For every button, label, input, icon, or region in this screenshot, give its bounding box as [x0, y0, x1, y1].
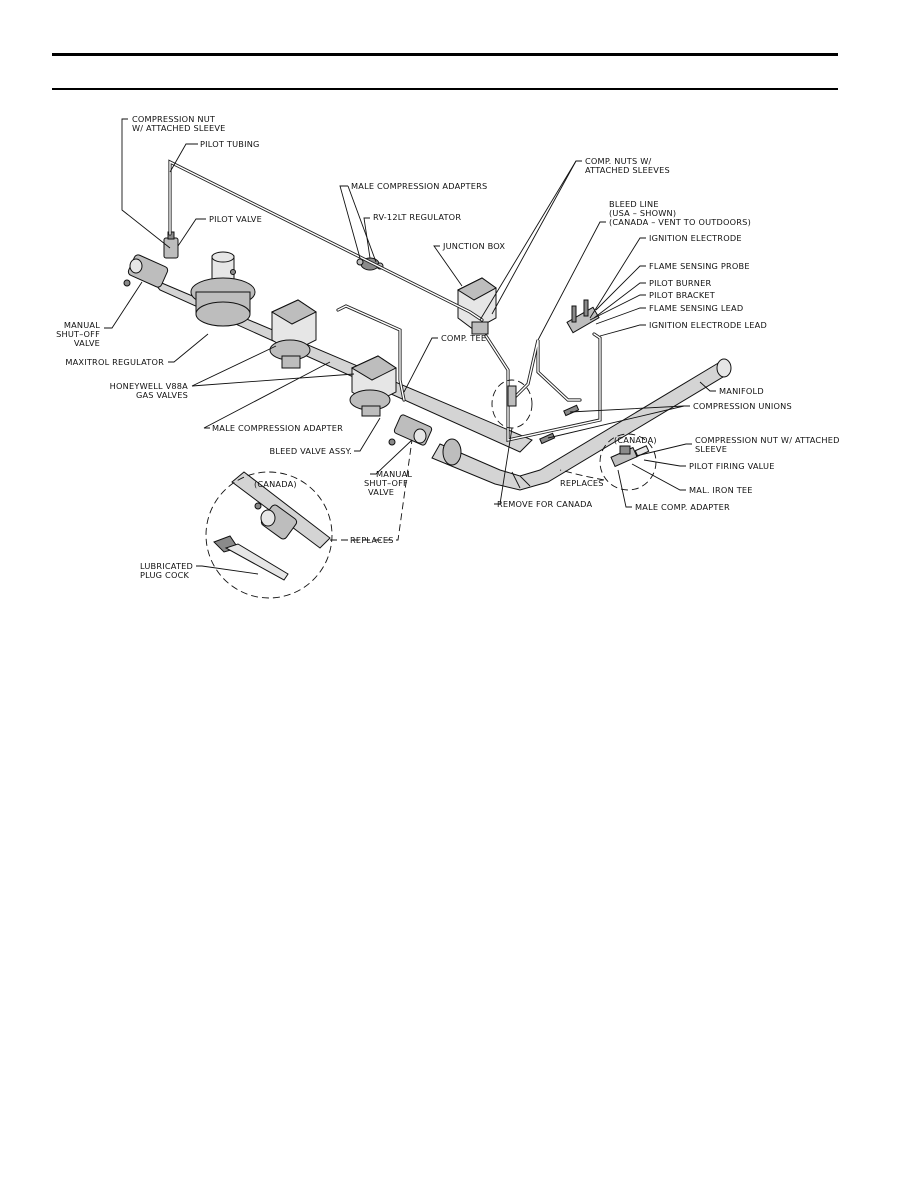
label-remove-for-canada: REMOVE FOR CANADA: [497, 499, 592, 509]
label-ignition-electrode: IGNITION ELECTRODE: [649, 233, 742, 243]
label-manual-shutoff-3: VALVE: [74, 338, 100, 348]
label-manual-shutoff-b1: MANUAL: [376, 469, 412, 479]
label-replaces-right: REPLACES: [560, 478, 604, 488]
label-canada-right: (CANADA): [614, 435, 657, 445]
label-compression-nut-sleeve-2: SLEEVE: [695, 444, 727, 454]
detail-circle-left: [205, 471, 333, 599]
label-male-comp-adapter: MALE COMP. ADAPTER: [635, 502, 730, 512]
label-bleed-line-3: (CANADA – VENT TO OUTDOORS): [609, 217, 751, 227]
manual-shutoff-valve-right: [388, 414, 433, 446]
replaces-leader-left: [330, 439, 413, 541]
label-junction-box: JUNCTION BOX: [442, 241, 505, 251]
label-manual-shutoff-b3: VALVE: [368, 487, 394, 497]
honeywell-valve-2: [349, 355, 397, 417]
label-flame-sensing-lead: FLAME SENSING LEAD: [649, 303, 743, 313]
bleed-line: [507, 339, 582, 445]
header-rule-top: [52, 53, 838, 56]
label-compression-unions: COMPRESSION UNIONS: [693, 401, 792, 411]
label-maxitrol-regulator: MAXITROL REGULATOR: [65, 357, 164, 367]
label-replaces-left: REPLACES: [350, 535, 394, 545]
label-pilot-firing-value: PILOT FIRING VALUE: [689, 461, 775, 471]
label-bleed-line-2: (USA – SHOWN): [609, 208, 676, 218]
maxitrol-regulator: [190, 251, 256, 327]
header-rule-bottom: [52, 88, 838, 90]
replaces-leader-right: [559, 469, 605, 481]
pilot-tubing: [168, 159, 602, 442]
label-ignition-electrode-lead: IGNITION ELECTRODE LEAD: [649, 320, 767, 330]
label-compression-nut-2: W/ ATTACHED SLEEVE: [132, 123, 226, 133]
callout-labels: COMPRESSION NUT W/ ATTACHED SLEEVE PILOT…: [56, 114, 839, 580]
label-comp-tee: COMP. TEE: [441, 333, 486, 343]
label-lubricated-2: PLUG COCK: [140, 570, 190, 580]
label-manual-shutoff-2: SHUT–OFF: [56, 329, 100, 339]
label-manifold: MANIFOLD: [719, 386, 764, 396]
label-pilot-burner: PILOT BURNER: [649, 278, 711, 288]
label-honeywell-1: HONEYWELL V88A: [110, 381, 189, 391]
junction-box: [456, 277, 497, 335]
label-compression-nut: COMPRESSION NUT: [132, 114, 216, 124]
label-compression-nut-sleeve-1: COMPRESSION NUT W/ ATTACHED: [695, 435, 840, 445]
lubricated-plug-cock-detail: [213, 471, 331, 581]
label-pilot-valve: PILOT VALVE: [209, 214, 262, 224]
label-comp-nuts-1: COMP. NUTS W/: [585, 156, 652, 166]
label-flame-sensing-probe: FLAME SENSING PROBE: [649, 261, 750, 271]
label-bleed-valve-assy: BLEED VALVE ASSY.: [270, 446, 352, 456]
label-comp-nuts-2: ATTACHED SLEEVES: [585, 165, 670, 175]
label-honeywell-2: GAS VALVES: [136, 390, 188, 400]
label-male-compression-adapter: MALE COMPRESSION ADAPTER: [212, 423, 343, 433]
label-rv-regulator: RV-12LT REGULATOR: [373, 212, 461, 222]
label-male-compression-adapters: MALE COMPRESSION ADAPTERS: [351, 181, 487, 191]
label-pilot-bracket: PILOT BRACKET: [649, 290, 716, 300]
label-manual-shutoff-b2: SHUT–OFF: [364, 478, 408, 488]
canada-pilot-firing-valve: [610, 445, 650, 468]
manual-shutoff-valve-left: [123, 254, 169, 288]
label-canada-left: (CANADA): [254, 479, 297, 489]
honeywell-valve-1: [269, 299, 317, 369]
label-manual-shutoff-1: MANUAL: [64, 320, 100, 330]
manifold-pipe: [431, 358, 732, 491]
label-mal-iron-tee: MAL. IRON TEE: [689, 485, 753, 495]
label-bleed-line-1: BLEED LINE: [609, 199, 659, 209]
pilot-burner-assembly: [566, 299, 600, 334]
label-lubricated-1: LUBRICATED: [140, 561, 193, 571]
label-pilot-tubing: PILOT TUBING: [200, 139, 260, 149]
pipe-union: [442, 438, 462, 466]
leader-lines: [104, 118, 716, 575]
